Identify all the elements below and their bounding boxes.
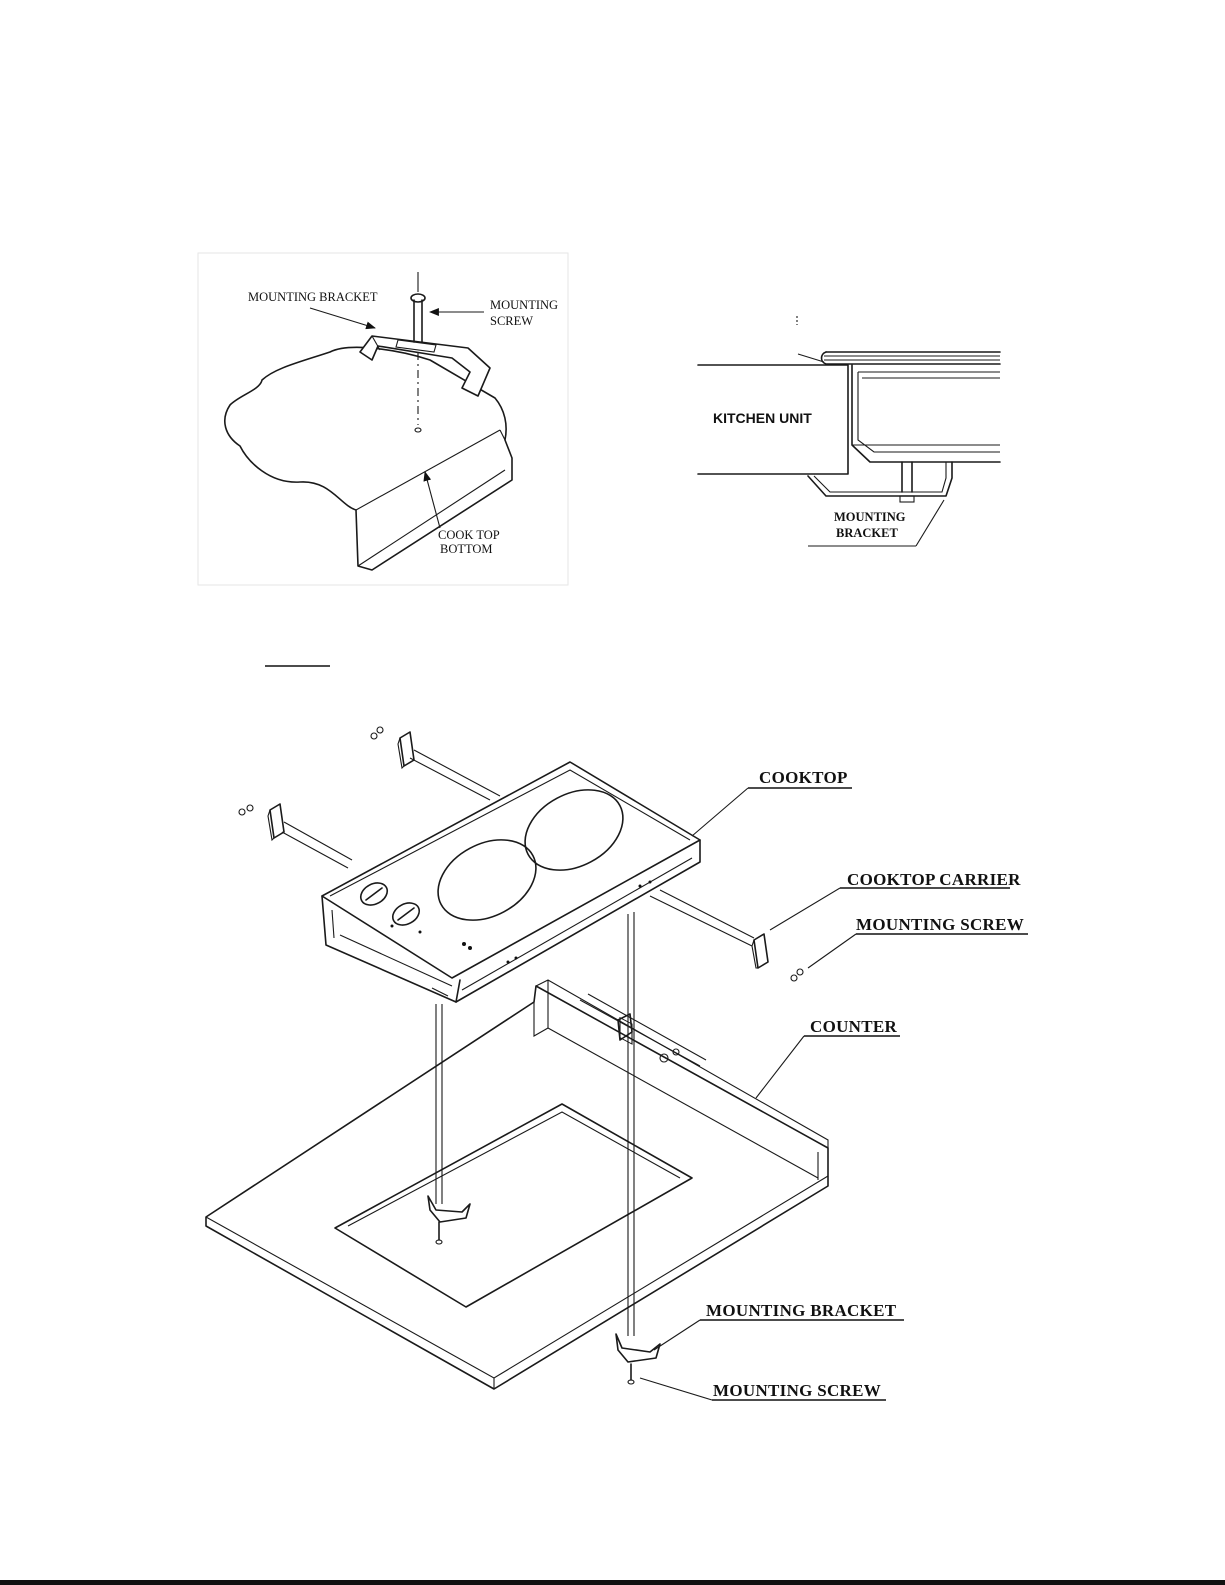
label-fig2-bracket-l2: BRACKET: [836, 526, 898, 540]
label-mounting-screw-l1: MOUNTING: [490, 298, 558, 312]
figure-exploded-view: COOKTOP COOKTOP CARRIER MOUNTING SCREW C…: [206, 727, 1028, 1400]
label-mounting-screw-l2: SCREW: [490, 314, 533, 328]
bracket-below-counter: [616, 1334, 660, 1384]
label-cook-top-l2: BOTTOM: [440, 542, 493, 556]
carrier-back-left: [371, 727, 500, 800]
footer-rule: [0, 1580, 1225, 1585]
figure-bracket-detail: MOUNTING BRACKET MOUNTING SCREW COOK TOP…: [198, 253, 568, 585]
label-mounting-screw-top: MOUNTING SCREW: [856, 915, 1024, 934]
carrier-front-left: [239, 804, 352, 868]
label-mounting-screw-bottom: MOUNTING SCREW: [713, 1381, 881, 1400]
carrier-right: [650, 890, 803, 981]
bracket-inside-cutout: [428, 1196, 470, 1244]
figure-side-section: KITCHEN UNIT MOUNTING BRACKET: [698, 316, 1000, 546]
label-fig2-bracket-l1: MOUNTING: [834, 510, 906, 524]
label-kitchen-unit: KITCHEN UNIT: [713, 410, 812, 426]
label-mounting-bracket-bottom: MOUNTING BRACKET: [706, 1301, 897, 1320]
label-counter: COUNTER: [810, 1017, 898, 1036]
label-cooktop: COOKTOP: [759, 768, 848, 787]
label-mounting-bracket: MOUNTING BRACKET: [248, 290, 378, 304]
label-cook-top-l1: COOK TOP: [438, 528, 500, 542]
label-cooktop-carrier: COOKTOP CARRIER: [847, 870, 1021, 889]
